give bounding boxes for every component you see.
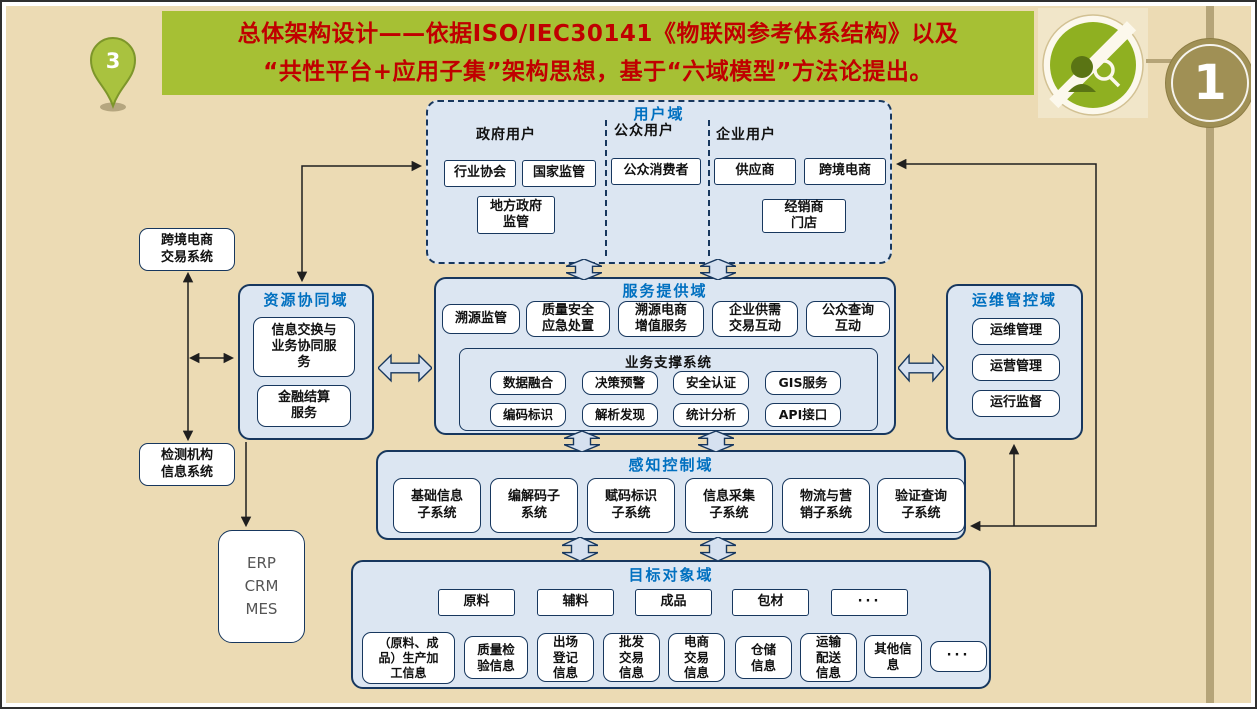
page-number-ring	[1171, 44, 1249, 122]
operation-supervision-box: 运行监督	[972, 390, 1060, 417]
industry-association-box: 行业协会	[444, 160, 516, 187]
privacy-icon	[1042, 14, 1144, 116]
perception-domain: 感知控制域 基础信息 子系统 编解码子 系统 赋码标识 子系统 信息采集 子系统…	[376, 450, 966, 540]
statistics-box: 统计分析	[673, 403, 749, 427]
ops-domain: 运维管控域 运维管理 运营管理 运行监督	[946, 284, 1083, 440]
logistics-marketing-subsystem-box: 物流与营 销子系统	[782, 478, 870, 533]
supply-demand-box: 企业供需 交易互动	[712, 301, 798, 337]
transport-delivery-info-box: 运输 配送 信息	[800, 633, 857, 682]
resolve-discovery-box: 解析发现	[582, 403, 658, 427]
gov-users-label: 政府用户	[476, 127, 536, 143]
public-consumer-box: 公众消费者	[611, 158, 701, 185]
user-domain-divider-2	[708, 120, 710, 256]
flow-arrow-perception-target-1	[562, 537, 598, 561]
slide-title-line2: “共性平台+应用子集”架构思想，基于“六域模型”方法论提出。	[263, 59, 933, 85]
crossborder-trading-system-box: 跨境电商 交易系统	[139, 228, 235, 271]
distributor-store-box: 经销商 门店	[762, 199, 846, 233]
resource-domain: 资源协同域 信息交换与 业务协同服 务 金融结算 服务	[238, 284, 374, 440]
wholesale-trade-info-box: 批发 交易 信息	[603, 633, 660, 682]
trace-regulation-box: 溯源监管	[442, 304, 520, 334]
auxiliary-material-box: 辅料	[537, 589, 614, 616]
crossborder-ecommerce-box: 跨境电商	[804, 158, 886, 185]
more-objects-box: ···	[831, 589, 908, 616]
connector-lines	[182, 158, 1097, 532]
slide-number-pin-icon: 3	[89, 37, 137, 112]
slide-canvas: 总体架构设计——依据ISO/IEC30141《物联网参考体系结构》以及 “共性平…	[6, 6, 1251, 703]
user-domain-title: 用户域	[633, 105, 685, 123]
security-auth-box: 安全认证	[673, 371, 749, 395]
operation-management-box: 运营管理	[972, 354, 1060, 381]
trace-ecommerce-box: 溯源电商 增值服务	[618, 301, 704, 337]
slide-title-banner: 总体架构设计——依据ISO/IEC30141《物联网参考体系结构》以及 “共性平…	[162, 11, 1034, 95]
resource-domain-title: 资源协同域	[263, 291, 349, 309]
verify-query-subsystem-box: 验证查询 子系统	[877, 478, 965, 533]
packaging-box: 包材	[732, 589, 809, 616]
user-domain: 用户域 政府用户 公众用户 企业用户 行业协会 国家监管 地方政府 监管 公众消…	[426, 100, 892, 264]
user-domain-divider-1	[605, 120, 607, 256]
ops-maintenance-box: 运维管理	[972, 318, 1060, 345]
api-box: API接口	[765, 403, 841, 427]
flow-arrow-resource-service	[378, 352, 432, 384]
business-support-system: 业务支撑系统 数据融合 决策预警 安全认证 GIS服务 编码标识 解析发现 统计…	[459, 348, 878, 431]
perception-domain-title: 感知控制域	[628, 456, 714, 474]
production-info-box: （原料、成 品）生产加 工信息	[362, 632, 455, 684]
ecommerce-trade-info-box: 电商 交易 信息	[668, 633, 725, 682]
public-users-label: 公众用户	[614, 123, 674, 139]
flow-arrow-perception-target-2	[700, 537, 736, 561]
code-identity-box: 编码标识	[490, 403, 566, 427]
factory-registration-info-box: 出场 登记 信息	[537, 633, 594, 682]
target-domain-title: 目标对象域	[628, 566, 714, 584]
info-collect-subsystem-box: 信息采集 子系统	[685, 478, 773, 533]
testing-institution-system-box: 检测机构 信息系统	[139, 443, 235, 486]
raw-material-box: 原料	[438, 589, 515, 616]
warehouse-info-box: 仓储 信息	[735, 636, 792, 679]
quality-emergency-box: 质量安全 应急处置	[526, 301, 610, 337]
slide-number-text: 3	[106, 49, 121, 73]
service-domain: 服务提供域 溯源监管 质量安全 应急处置 溯源电商 增值服务 企业供需 交易互动…	[434, 277, 896, 435]
local-gov-regulation-box: 地方政府 监管	[477, 196, 555, 234]
codec-subsystem-box: 编解码子 系统	[490, 478, 578, 533]
basic-info-subsystem-box: 基础信息 子系统	[393, 478, 481, 533]
service-domain-title: 服务提供域	[622, 282, 708, 300]
flow-arrow-user-service-2	[700, 259, 736, 280]
flow-arrow-user-service-1	[566, 259, 602, 280]
public-query-box: 公众查询 互动	[806, 301, 890, 337]
supplier-box: 供应商	[714, 158, 796, 185]
flow-arrow-service-ops	[898, 352, 944, 384]
business-support-title: 业务支撑系统	[625, 355, 712, 371]
gis-service-box: GIS服务	[765, 371, 841, 395]
data-fusion-box: 数据融合	[490, 371, 566, 395]
decision-alert-box: 决策预警	[582, 371, 658, 395]
coding-id-subsystem-box: 赋码标识 子系统	[587, 478, 675, 533]
flow-arrow-service-perception-2	[698, 431, 734, 452]
quality-inspection-info-box: 质量检 验信息	[464, 636, 528, 679]
financial-settlement-box: 金融结算 服务	[257, 385, 351, 427]
erp-crm-mes-box: ERP CRM MES	[218, 530, 305, 643]
info-exchange-service-box: 信息交换与 业务协同服 务	[253, 317, 355, 377]
slide-title-line1: 总体架构设计——依据ISO/IEC30141《物联网参考体系结构》以及	[237, 21, 959, 47]
right-edge-stripe	[1206, 6, 1214, 703]
more-info-box: ···	[930, 641, 987, 672]
ops-domain-title: 运维管控域	[971, 291, 1057, 309]
enterprise-users-label: 企业用户	[716, 127, 776, 143]
target-domain: 目标对象域 原料 辅料 成品 包材 ··· （原料、成 品）生产加 工信息 质量…	[351, 560, 991, 689]
national-regulation-box: 国家监管	[522, 160, 596, 187]
page-number-badge: 1	[1165, 38, 1251, 128]
other-info-box: 其他信 息	[864, 635, 922, 678]
finished-product-box: 成品	[635, 589, 712, 616]
flow-arrow-service-perception-1	[564, 431, 600, 452]
